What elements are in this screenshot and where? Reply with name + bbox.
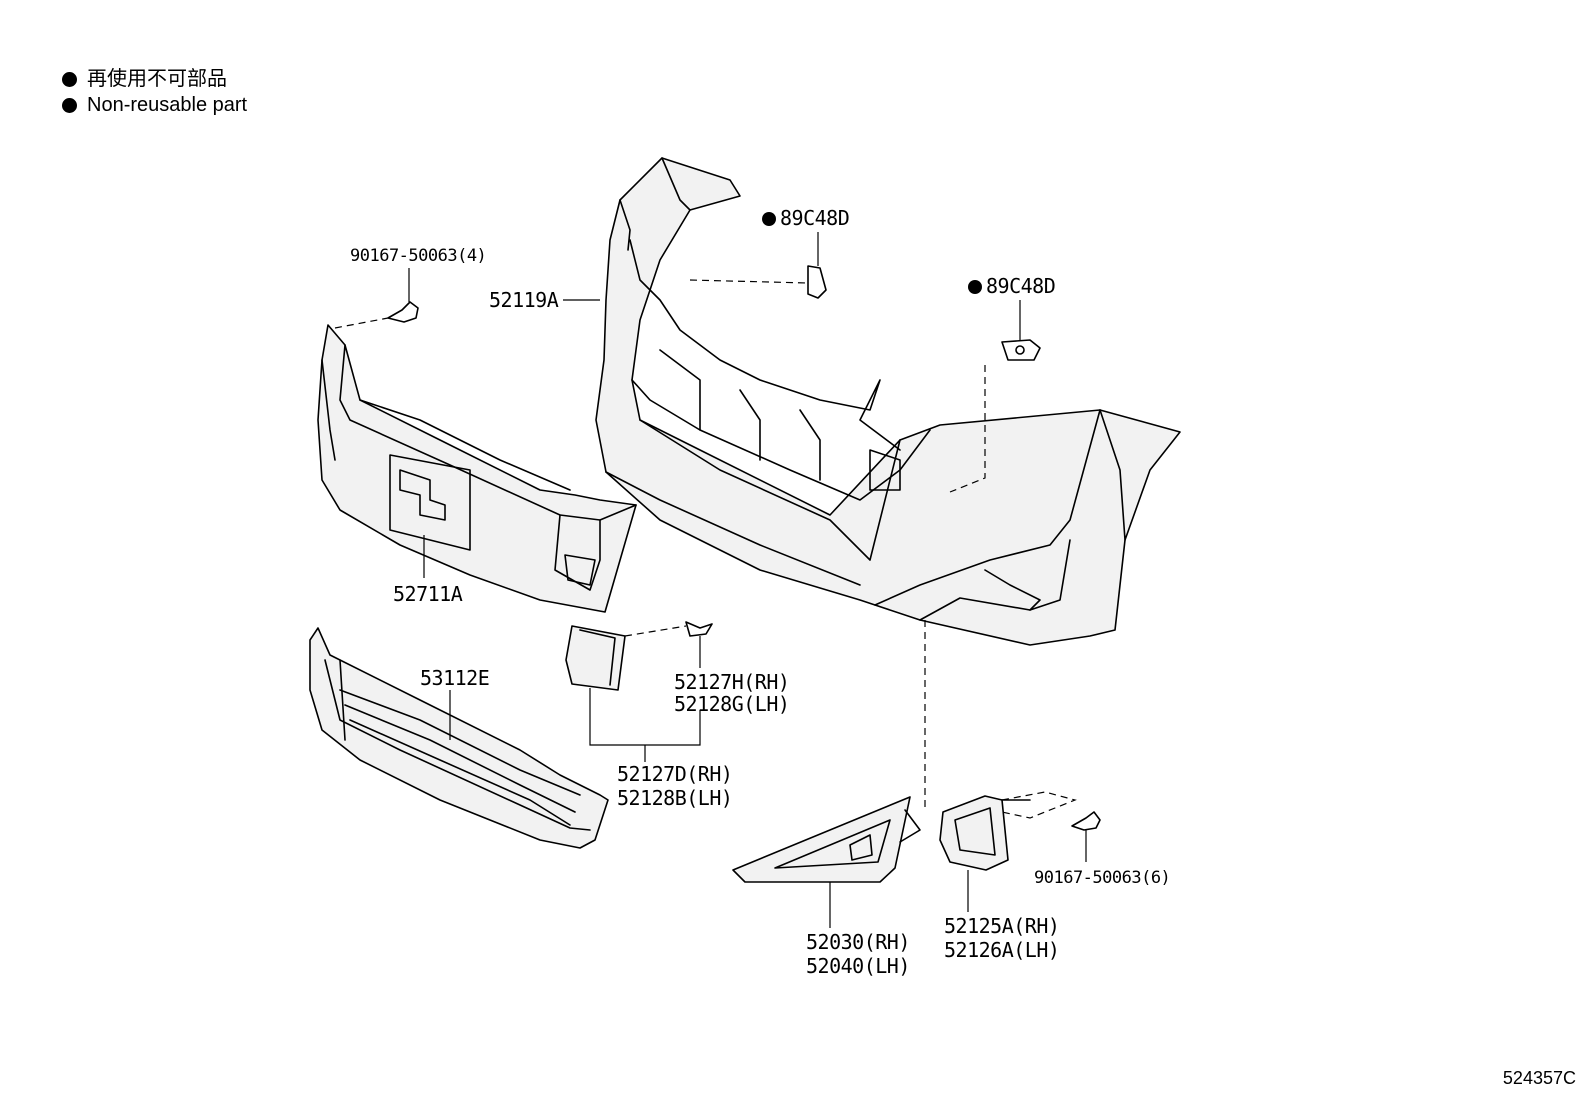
callout-clip-upper-text: 89C48D bbox=[780, 206, 850, 230]
callout-bracket-lh: 52126A(LH) bbox=[944, 938, 1060, 962]
legend-row-en: Non-reusable part bbox=[62, 92, 247, 118]
legend-text-jp: 再使用不可部品 bbox=[87, 68, 227, 90]
reference-code: 524357C bbox=[1502, 1068, 1576, 1088]
bumper-cover bbox=[595, 157, 1181, 646]
fog-lamp-cover bbox=[732, 796, 921, 883]
legend: 再使用不可部品 Non-reusable part bbox=[62, 66, 247, 118]
callout-fog-cover-rh: 52030(RH) bbox=[806, 930, 910, 954]
callout-lower-grille: 53112E bbox=[420, 666, 490, 690]
callout-screw-bottom: 90167-50063(6) bbox=[1034, 868, 1171, 888]
filled-circle-icon bbox=[968, 280, 982, 294]
callout-screw-top: 90167-50063(4) bbox=[350, 246, 487, 266]
callout-clip-upper: 89C48D bbox=[762, 206, 850, 230]
screw-bottom-icon bbox=[1071, 811, 1101, 831]
filled-circle-icon bbox=[62, 71, 77, 87]
callout-clip-right-text: 89C48D bbox=[986, 274, 1056, 298]
filled-circle-icon bbox=[62, 97, 77, 113]
lower-grille bbox=[309, 627, 609, 849]
callout-clip-right: 89C48D bbox=[968, 274, 1056, 298]
callout-fog-cover-lh: 52040(LH) bbox=[806, 954, 910, 978]
side-cover bbox=[565, 625, 626, 691]
legend-text-en: Non-reusable part bbox=[87, 94, 248, 116]
fog-bracket bbox=[939, 795, 1031, 871]
filled-circle-icon bbox=[762, 212, 776, 226]
callout-reinforcement: 52711A bbox=[393, 582, 463, 606]
clip-right-icon bbox=[1001, 339, 1041, 361]
callout-cover-lh: 52128B(LH) bbox=[617, 786, 733, 810]
screw-top-icon bbox=[387, 301, 419, 323]
callout-cover-rh: 52127D(RH) bbox=[617, 762, 733, 786]
bumper-reinforcement bbox=[317, 324, 637, 613]
clip-upper-icon bbox=[807, 265, 827, 299]
callout-cap-lh: 52128G(LH) bbox=[674, 692, 790, 716]
callout-bracket-rh: 52125A(RH) bbox=[944, 914, 1060, 938]
callout-bumper-cover: 52119A bbox=[489, 288, 559, 312]
legend-row-jp: 再使用不可部品 bbox=[62, 66, 247, 92]
callout-cap-rh: 52127H(RH) bbox=[674, 670, 790, 694]
cap-clip bbox=[685, 621, 713, 637]
leader-lines bbox=[334, 232, 1087, 928]
